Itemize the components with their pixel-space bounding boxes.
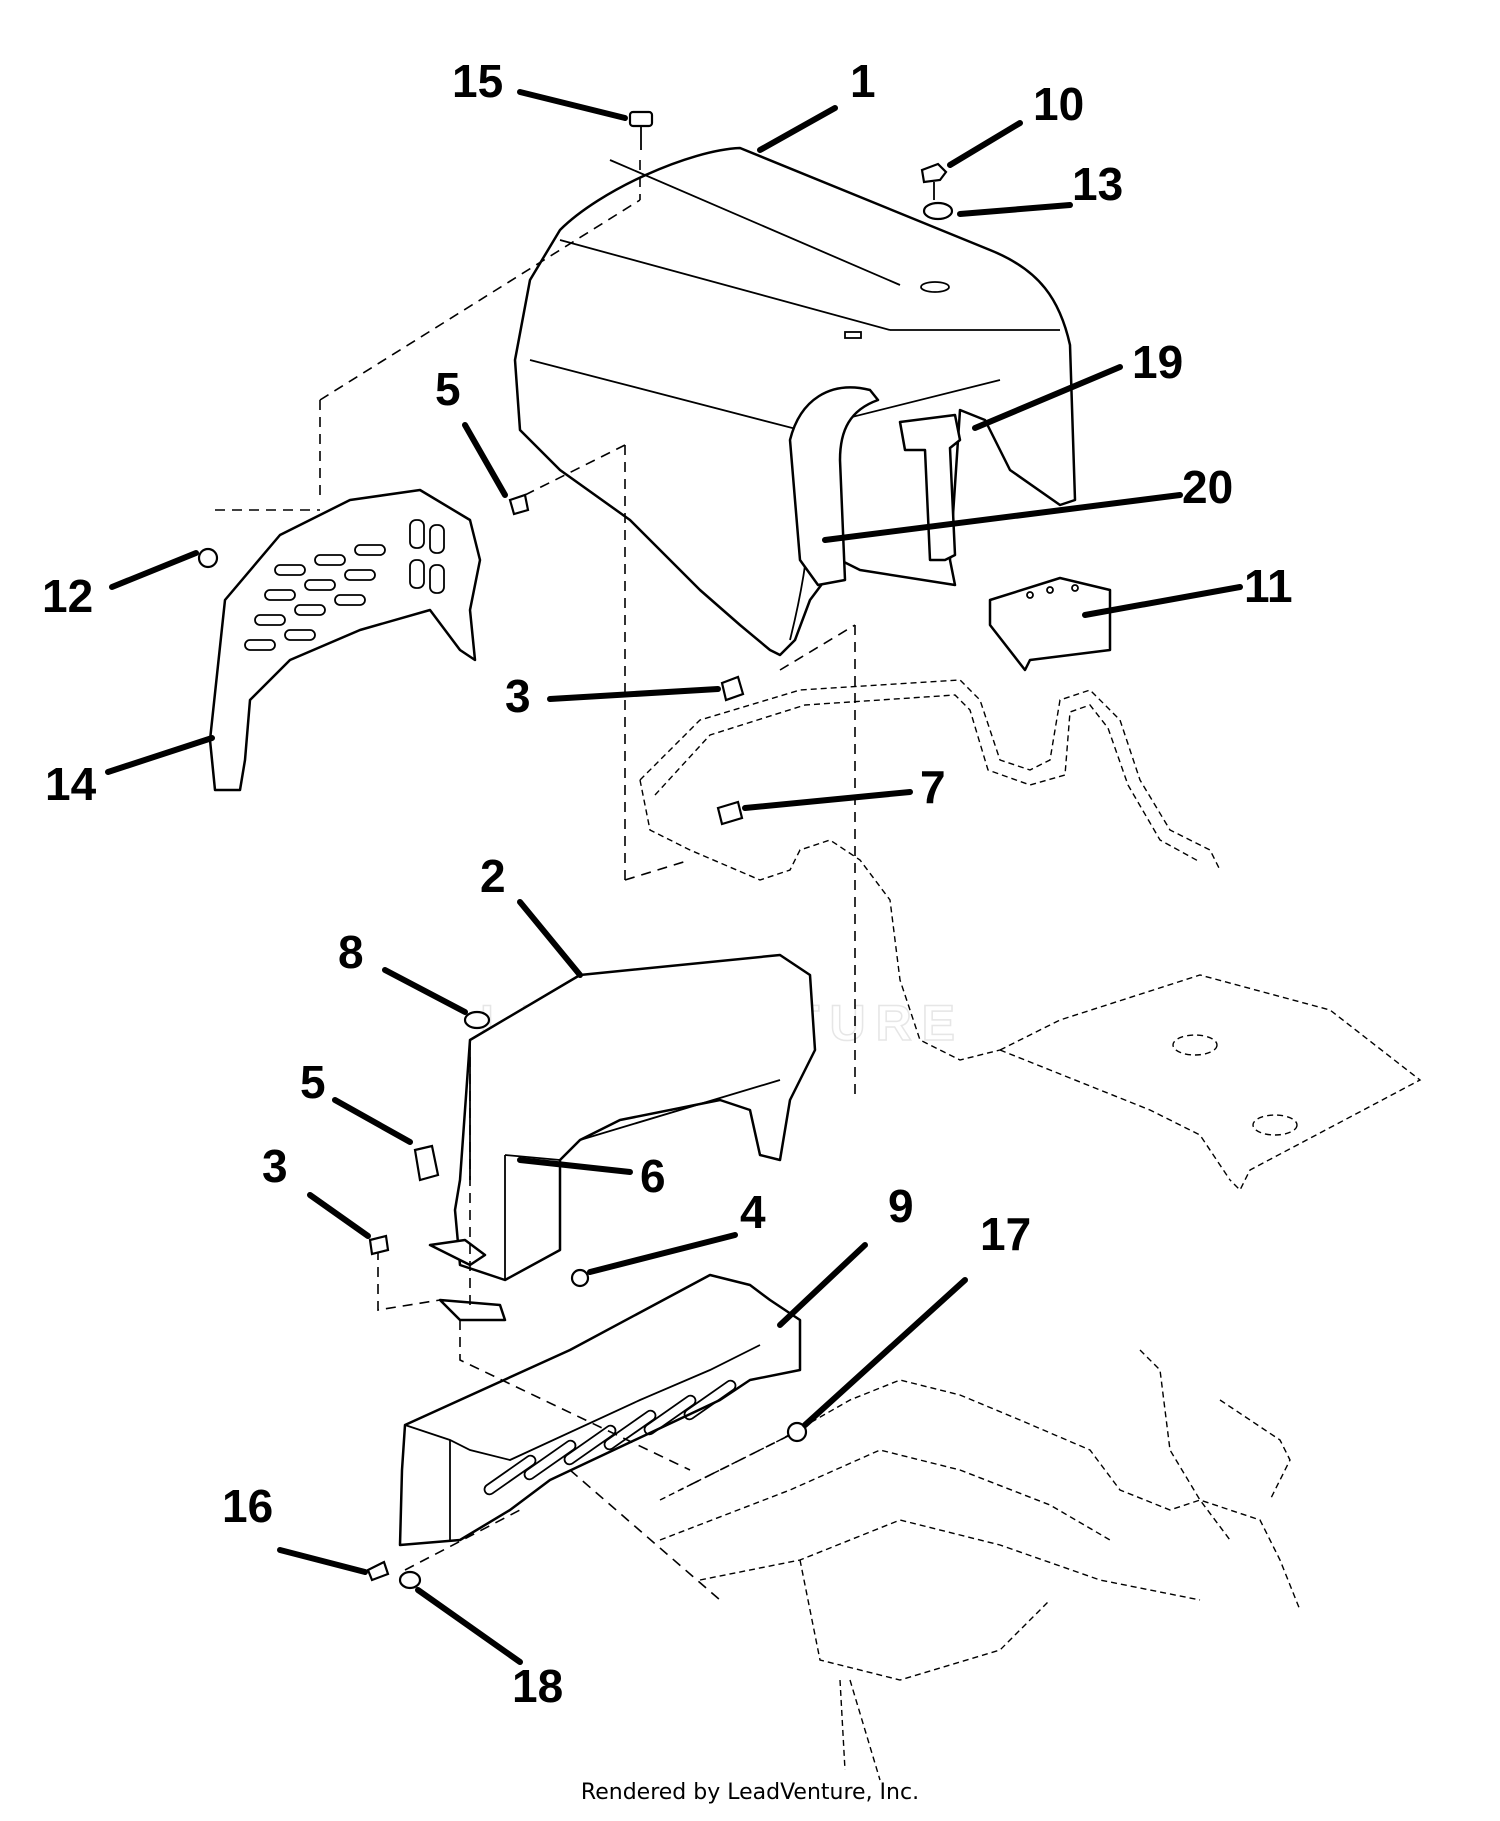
bolt-10-icon <box>920 162 948 200</box>
callout-13: 13 <box>1072 158 1123 210</box>
leader-15 <box>517 89 628 121</box>
leader-16 <box>277 1547 368 1575</box>
bolt-16-icon <box>366 1560 390 1582</box>
grille-screen-part <box>208 488 482 792</box>
leader-17 <box>802 1277 968 1428</box>
bolt-15-icon <box>628 110 654 150</box>
callout-3-lower: 3 <box>262 1140 288 1192</box>
leader-5-upper <box>462 422 508 498</box>
leader-4 <box>587 1232 738 1275</box>
leader-12 <box>109 550 199 590</box>
callout-labels: 15 1 10 13 19 20 11 5 12 14 3 7 2 8 5 6 … <box>42 55 1293 1712</box>
knob-8-icon <box>463 1010 491 1030</box>
hood-cover-part <box>513 146 1077 657</box>
callout-16: 16 <box>222 1480 273 1532</box>
callout-5-upper: 5 <box>435 363 461 415</box>
callout-17: 17 <box>980 1208 1031 1260</box>
nut-4-icon <box>570 1268 590 1288</box>
callout-4: 4 <box>740 1186 766 1238</box>
nut-17-icon <box>786 1421 808 1443</box>
chassis-frame-outline <box>639 679 1422 1192</box>
callout-15: 15 <box>452 55 503 107</box>
leader-3-lower <box>307 1192 371 1239</box>
leader-6 <box>517 1157 633 1175</box>
bolt-3-icon <box>720 675 745 702</box>
bracket-part <box>988 576 1112 672</box>
callout-5-lower: 5 <box>300 1056 326 1108</box>
leader-20 <box>822 492 1183 543</box>
clip-5-icon <box>508 493 530 516</box>
callout-19: 19 <box>1132 336 1183 388</box>
callout-7: 7 <box>920 761 946 813</box>
callout-11: 11 <box>1244 560 1293 612</box>
leader-19 <box>972 364 1123 431</box>
leader-14 <box>105 735 215 775</box>
base-panel-part <box>398 1273 802 1547</box>
callout-12: 12 <box>42 570 93 622</box>
callout-8: 8 <box>338 926 364 978</box>
callout-14: 14 <box>45 758 97 810</box>
leader-11 <box>1082 584 1243 618</box>
leader-3-upper <box>547 686 721 702</box>
leader-18 <box>415 1587 523 1665</box>
nut-12-icon <box>197 547 219 569</box>
leader-8 <box>382 967 468 1015</box>
leader-2 <box>517 899 583 978</box>
footer-credit: Rendered by LeadVenture, Inc. <box>580 1780 920 1805</box>
hardware-fasteners <box>197 110 954 1590</box>
fastener-7-icon <box>716 800 744 826</box>
callout-10: 10 <box>1033 78 1084 130</box>
leader-10 <box>947 120 1023 168</box>
callout-1: 1 <box>850 55 876 107</box>
callout-3-upper: 3 <box>505 670 531 722</box>
bolt-3-lower-icon <box>368 1234 390 1256</box>
leader-13 <box>957 202 1073 217</box>
lower-frame-assembly <box>659 1349 1301 1781</box>
callout-18: 18 <box>512 1660 563 1712</box>
assembly-lines <box>215 160 856 1601</box>
leader-7 <box>742 789 913 811</box>
washer-13-icon <box>922 201 954 221</box>
leader-lines <box>105 89 1243 1665</box>
washer-18-icon <box>398 1570 422 1590</box>
leader-5-lower <box>332 1097 413 1145</box>
leader-1 <box>757 105 838 153</box>
callout-2: 2 <box>480 850 506 902</box>
callout-6: 6 <box>640 1150 666 1202</box>
callout-9: 9 <box>888 1180 914 1232</box>
latch-5-icon <box>413 1144 440 1182</box>
callout-20: 20 <box>1182 461 1233 513</box>
leader-9 <box>777 1242 868 1328</box>
